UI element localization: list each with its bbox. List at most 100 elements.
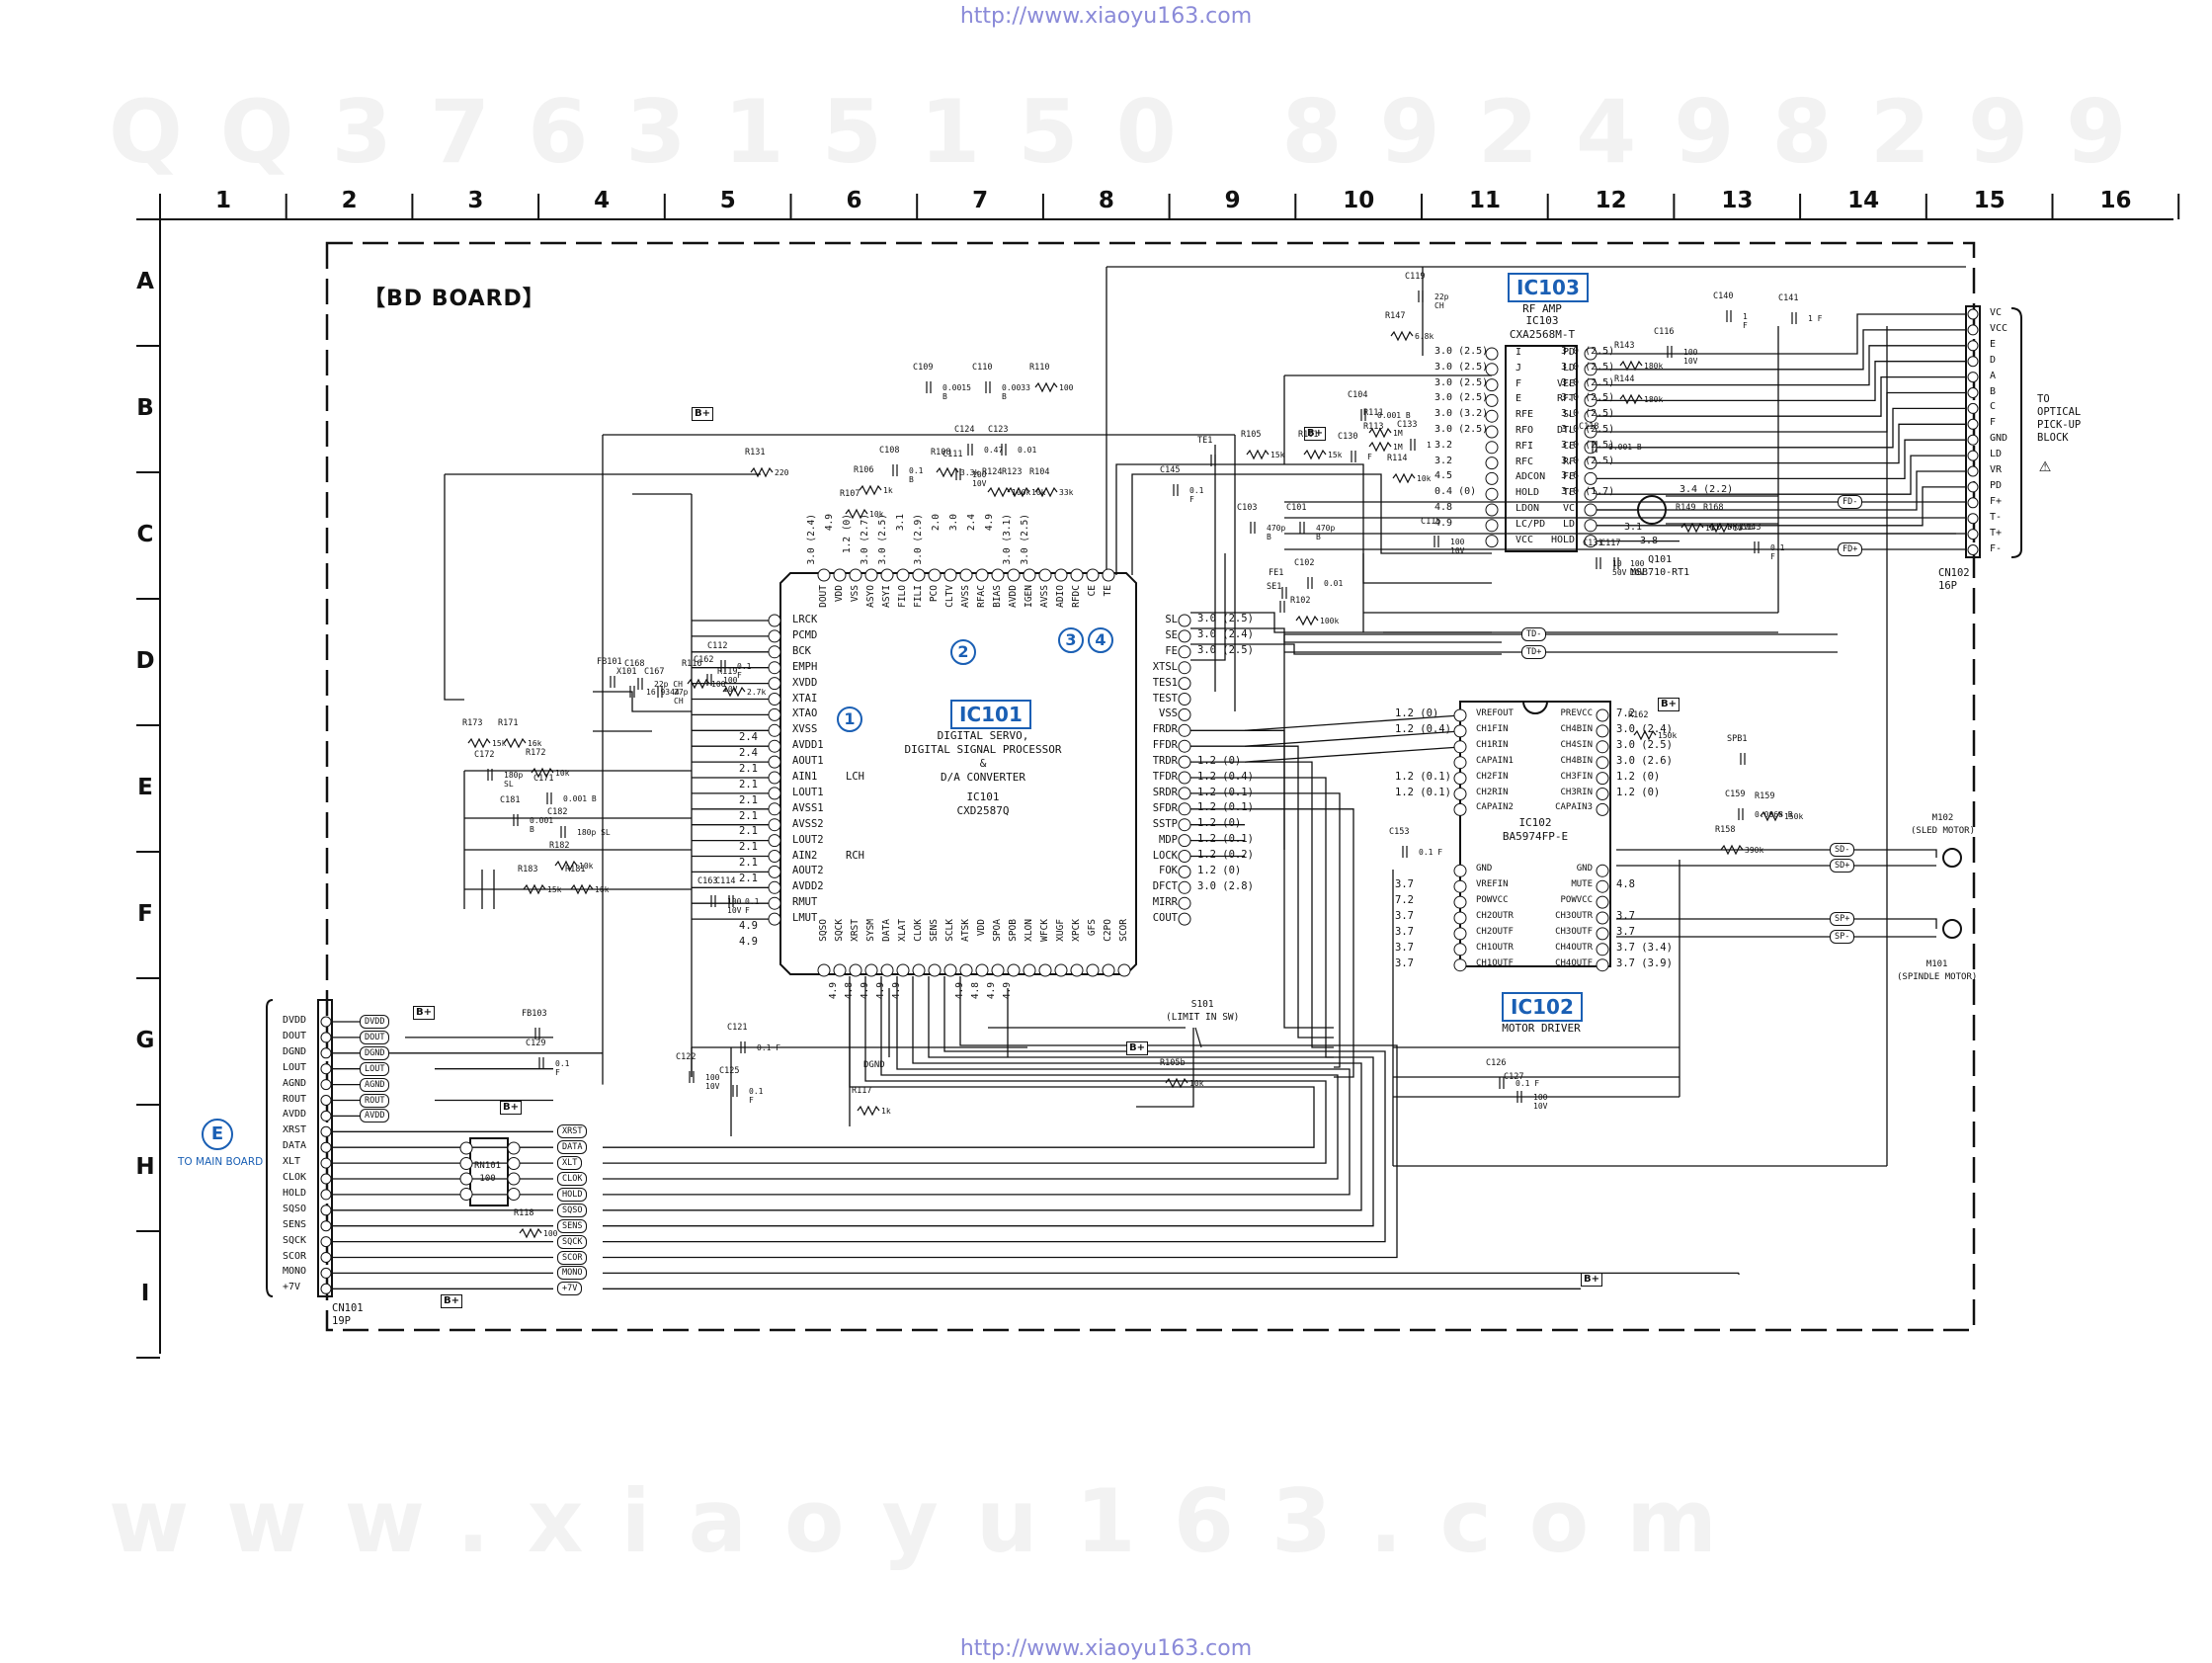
ic102-pin-label: CAPAIN2	[1476, 802, 1514, 813]
cn101-signal-tag: AVDD	[360, 1109, 390, 1123]
ic101-pin-label: RFDC	[1071, 585, 1082, 608]
ic101-pin-label: LMUT	[792, 912, 818, 925]
ic103-pin	[1584, 378, 1598, 392]
cn101-pin-label: CLOK	[283, 1172, 307, 1183]
ic102-pin-label: CH2OUTR	[1476, 911, 1514, 921]
cn101-signal-tag: LOUT	[360, 1061, 390, 1076]
ic103-pin	[1485, 393, 1499, 407]
ic101-pin-label: CLOK	[913, 919, 924, 942]
ic103-pin	[1485, 535, 1499, 548]
wire	[1245, 761, 1334, 1048]
ic101-voltage: 3.0 (2.8)	[1197, 879, 1254, 892]
ic101-pin	[912, 568, 926, 582]
resistor-symbol	[1303, 449, 1327, 460]
component-value: 180k	[1644, 395, 1664, 404]
ic103-pin-label: VC	[1562, 503, 1575, 514]
cn102-signal-tag: TD+	[1521, 645, 1547, 659]
ic102-voltage: 1.2 (0.1)	[1395, 786, 1451, 798]
ic101-pin	[896, 568, 910, 582]
resistor-symbol	[1295, 615, 1319, 626]
ic103-voltage: 0.4 (0)	[1434, 486, 1477, 498]
ic103-pin-label: VEE	[1556, 377, 1575, 389]
component-ref: C145	[1160, 465, 1181, 475]
ic101-pin	[1178, 739, 1191, 753]
ic101-pin-label: XTSL	[1152, 660, 1178, 673]
motor-signal-tag: SP-	[1830, 930, 1855, 944]
ic103-pin	[1584, 393, 1598, 407]
wire	[593, 691, 692, 712]
ic101-pin	[991, 568, 1005, 582]
ic103-voltage: 3.0 (2.5)	[1561, 346, 1615, 357]
grid-column-label: 5	[719, 188, 736, 213]
ic103-pin-label: LD	[1562, 518, 1575, 530]
cn101-pin	[320, 1157, 332, 1169]
ic101-pin	[1178, 880, 1191, 894]
resistor-symbol	[1619, 393, 1643, 405]
ic101-pin	[817, 568, 831, 582]
ic101-voltage: 4.9	[824, 514, 835, 532]
ic101-pin-label: AVDD	[1008, 585, 1019, 608]
wire	[1679, 470, 1966, 511]
component-value: 0.001 B	[530, 816, 554, 834]
ic101-rch: RCH	[846, 850, 864, 862]
ic101-pin-label: TES1	[1152, 676, 1178, 689]
ic101-pin	[928, 963, 942, 977]
bplus-tag: B+	[413, 1006, 436, 1020]
component-ref: C123	[988, 425, 1009, 435]
bplus-tag: B+	[500, 1101, 523, 1115]
resistor-symbol	[1390, 330, 1414, 342]
ic101-pin	[1178, 723, 1191, 737]
ic101-pin	[1178, 850, 1191, 863]
cn102-pin	[1967, 529, 1979, 540]
ic101-pin-label: SENS	[929, 919, 940, 942]
grid-column-label: 4	[594, 188, 611, 213]
component-ref: R171	[498, 718, 519, 728]
wire	[1245, 729, 1334, 1029]
ic103-pin-label: J	[1516, 362, 1522, 374]
ic101-pin-label: SPOB	[1008, 919, 1019, 942]
ic101-voltage: 1.2 (0)	[842, 514, 853, 554]
ic102-voltage: 1.2 (0)	[1616, 770, 1661, 783]
ic101-pin-label: RFAC	[976, 585, 987, 608]
component-ref: C125	[719, 1066, 740, 1076]
ic101-pin	[1070, 568, 1084, 582]
ic101-pin-label: IGEN	[1024, 585, 1034, 608]
component-ref: C103	[1237, 503, 1258, 513]
wire	[1136, 1028, 1194, 1108]
cn102-pin	[1967, 513, 1979, 525]
ic101-voltage: 3.0 (2.4)	[806, 514, 817, 565]
test-point-marker-3: 3	[1058, 627, 1084, 653]
component-ref: C111	[942, 450, 963, 459]
dgnd-label: DGND	[863, 1060, 885, 1070]
ic101-voltage: 3.0 (2.7)	[860, 514, 870, 565]
ic103-pin	[1485, 487, 1499, 501]
component-value: 100 10V	[705, 1073, 720, 1091]
ic103-pin-label: DTL	[1556, 425, 1575, 436]
ic101-pin	[849, 963, 862, 977]
grid-row-label: H	[135, 1154, 155, 1180]
ic101-pin-label: XLAT	[897, 919, 908, 942]
q101-label: Q101 MSB710-RT1	[1630, 554, 1690, 578]
ic101-pin	[1178, 896, 1191, 910]
ic101-voltage: 3.0 (2.9)	[913, 514, 924, 565]
component-value: 220	[775, 468, 789, 477]
ic101-pin-label: EMPH	[792, 660, 818, 673]
ic103-voltage: 3.0 (2.5)	[1561, 408, 1615, 420]
ic102-pin-label: CH2RIN	[1476, 787, 1509, 797]
ic102-voltage: 3.7	[1395, 925, 1414, 938]
ic101-pin	[912, 963, 926, 977]
to-main-board-label: TO MAIN BOARD	[178, 1156, 264, 1168]
cn101-pin	[320, 1032, 332, 1043]
cn101-pin	[320, 1283, 332, 1294]
component-value: 1	[1427, 441, 1432, 450]
component-ref: C110	[972, 363, 993, 373]
wire	[603, 976, 1362, 1211]
ic101-voltage: 1.2 (0.1)	[1197, 833, 1254, 846]
ic101-voltage: 4.9	[986, 982, 997, 1000]
component-ref: C182	[547, 807, 568, 817]
component-value: 0.1 F	[555, 1059, 570, 1077]
component-ref: R113	[1363, 422, 1384, 432]
component-ref: R111	[1363, 408, 1384, 418]
ic101-pin-label: ADIO	[1055, 585, 1066, 608]
ic101-voltage: 4.9	[860, 982, 870, 1000]
